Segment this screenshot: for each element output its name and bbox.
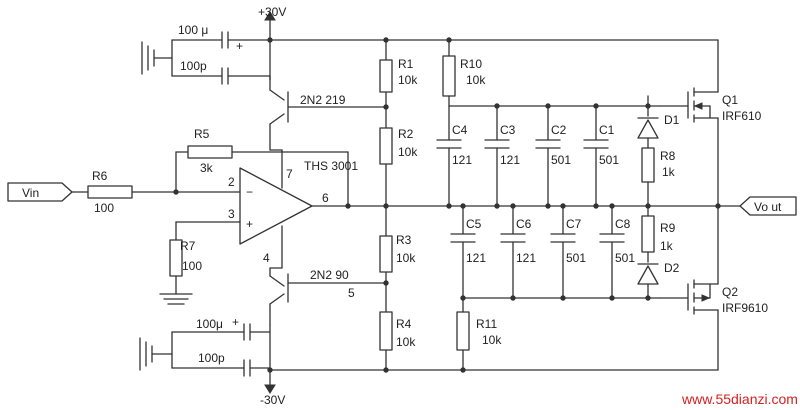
r5-ref: R5 bbox=[194, 127, 210, 141]
mosfet-q2 bbox=[659, 205, 719, 371]
q1-ref: Q1 bbox=[722, 93, 738, 107]
upper-capacitors bbox=[436, 105, 609, 207]
r8-value: 1k bbox=[662, 165, 676, 179]
r10-value: 10k bbox=[466, 73, 486, 87]
r11-value: 10k bbox=[482, 333, 502, 347]
c6-ref: C6 bbox=[516, 217, 532, 231]
r1-ref: R1 bbox=[398, 57, 414, 71]
opamp-triangle bbox=[239, 167, 313, 245]
output-port-shape bbox=[739, 196, 797, 216]
c6-value: 121 bbox=[516, 251, 536, 265]
r2-value: 10k bbox=[398, 145, 418, 159]
lower-transistor-part: 2N2 90 bbox=[310, 268, 349, 282]
supply-rails bbox=[264, 11, 719, 394]
r5-value: 3k bbox=[200, 161, 214, 175]
watermark-text: www.55dianzi.com bbox=[681, 391, 798, 407]
r6-value: 100 bbox=[94, 201, 114, 215]
c8-value: 501 bbox=[615, 251, 635, 265]
lower-transistor-pin: 5 bbox=[348, 286, 355, 300]
c4-value: 121 bbox=[452, 153, 472, 167]
r3-ref: R3 bbox=[396, 233, 412, 247]
negative-supply-label: -30V bbox=[260, 393, 285, 407]
input-port bbox=[7, 182, 73, 202]
r2-ref: R2 bbox=[398, 127, 414, 141]
bottom-big-cap-polarity: + bbox=[232, 315, 239, 329]
opamp-pin-noninv: 3 bbox=[228, 207, 235, 221]
q1-arrow bbox=[693, 102, 703, 110]
top-decoupling bbox=[141, 31, 271, 85]
c7-ref: C7 bbox=[566, 217, 582, 231]
opamp-noninverting-sign: + bbox=[246, 217, 253, 231]
c5-value: 121 bbox=[466, 251, 486, 265]
output-port-label: Vo ut bbox=[754, 200, 782, 214]
r4-ref: R4 bbox=[396, 317, 412, 331]
d1-ref: D1 bbox=[664, 113, 680, 127]
bottom-decoupling bbox=[139, 323, 271, 377]
q2-part: IRF9610 bbox=[722, 301, 768, 315]
output-port bbox=[717, 196, 797, 216]
opamp-pin-inv: 2 bbox=[228, 175, 235, 189]
c2-ref: C2 bbox=[551, 123, 567, 137]
positive-supply-arrow bbox=[264, 11, 276, 21]
c4-ref: C4 bbox=[452, 123, 468, 137]
q2-ref: Q2 bbox=[722, 285, 738, 299]
c5-ref: C5 bbox=[466, 217, 482, 231]
input-port-label: Vin bbox=[22, 186, 39, 200]
junction-dots bbox=[173, 37, 721, 373]
q1-part: IRF610 bbox=[722, 109, 762, 123]
mosfet-q1 bbox=[659, 39, 719, 207]
opamp-pin-vp: 7 bbox=[286, 167, 293, 181]
bias-divider bbox=[379, 39, 393, 371]
gate-bias-network bbox=[442, 39, 661, 371]
q2-arrow bbox=[701, 294, 711, 302]
r8-ref: R8 bbox=[660, 149, 676, 163]
opamp-inverting-sign: − bbox=[246, 185, 253, 199]
bottom-big-cap-value: 100μ bbox=[196, 317, 223, 331]
opamp-pin-vn: 4 bbox=[263, 251, 270, 265]
lower-driver-transistor bbox=[269, 267, 387, 326]
r11-ref: R11 bbox=[476, 317, 497, 331]
c7-value: 501 bbox=[566, 251, 586, 265]
bottom-small-cap-value: 100p bbox=[198, 351, 225, 365]
top-big-cap-value: 100 μ bbox=[178, 23, 208, 37]
r7-value: 100 bbox=[182, 259, 202, 273]
c3-ref: C3 bbox=[500, 123, 516, 137]
input-stage bbox=[7, 145, 349, 305]
r9-value: 1k bbox=[660, 239, 674, 253]
r4-value: 10k bbox=[396, 335, 416, 349]
r9-ref: R9 bbox=[660, 221, 676, 235]
top-small-cap-value: 100p bbox=[180, 59, 207, 73]
c3-value: 121 bbox=[500, 153, 520, 167]
r10-ref: R10 bbox=[460, 57, 482, 71]
r6-ref: R6 bbox=[92, 169, 108, 183]
c1-value: 501 bbox=[599, 153, 619, 167]
opamp-pin-out: 6 bbox=[322, 191, 329, 205]
r1-value: 10k bbox=[398, 73, 418, 87]
c2-value: 501 bbox=[551, 153, 571, 167]
r7-ref: R7 bbox=[180, 239, 196, 253]
upper-driver-transistor bbox=[269, 75, 387, 151]
c8-ref: C8 bbox=[615, 217, 631, 231]
c1-ref: C1 bbox=[599, 123, 615, 137]
r3-value: 10k bbox=[396, 251, 416, 265]
lower-capacitors bbox=[450, 205, 625, 299]
upper-transistor-part: 2N2 219 bbox=[300, 93, 346, 107]
top-big-cap-polarity: + bbox=[236, 39, 243, 53]
d2-ref: D2 bbox=[664, 261, 680, 275]
positive-supply-label: +30V bbox=[258, 5, 286, 19]
opamp-name: THS 3001 bbox=[304, 159, 358, 173]
negative-supply-arrow bbox=[264, 384, 276, 394]
